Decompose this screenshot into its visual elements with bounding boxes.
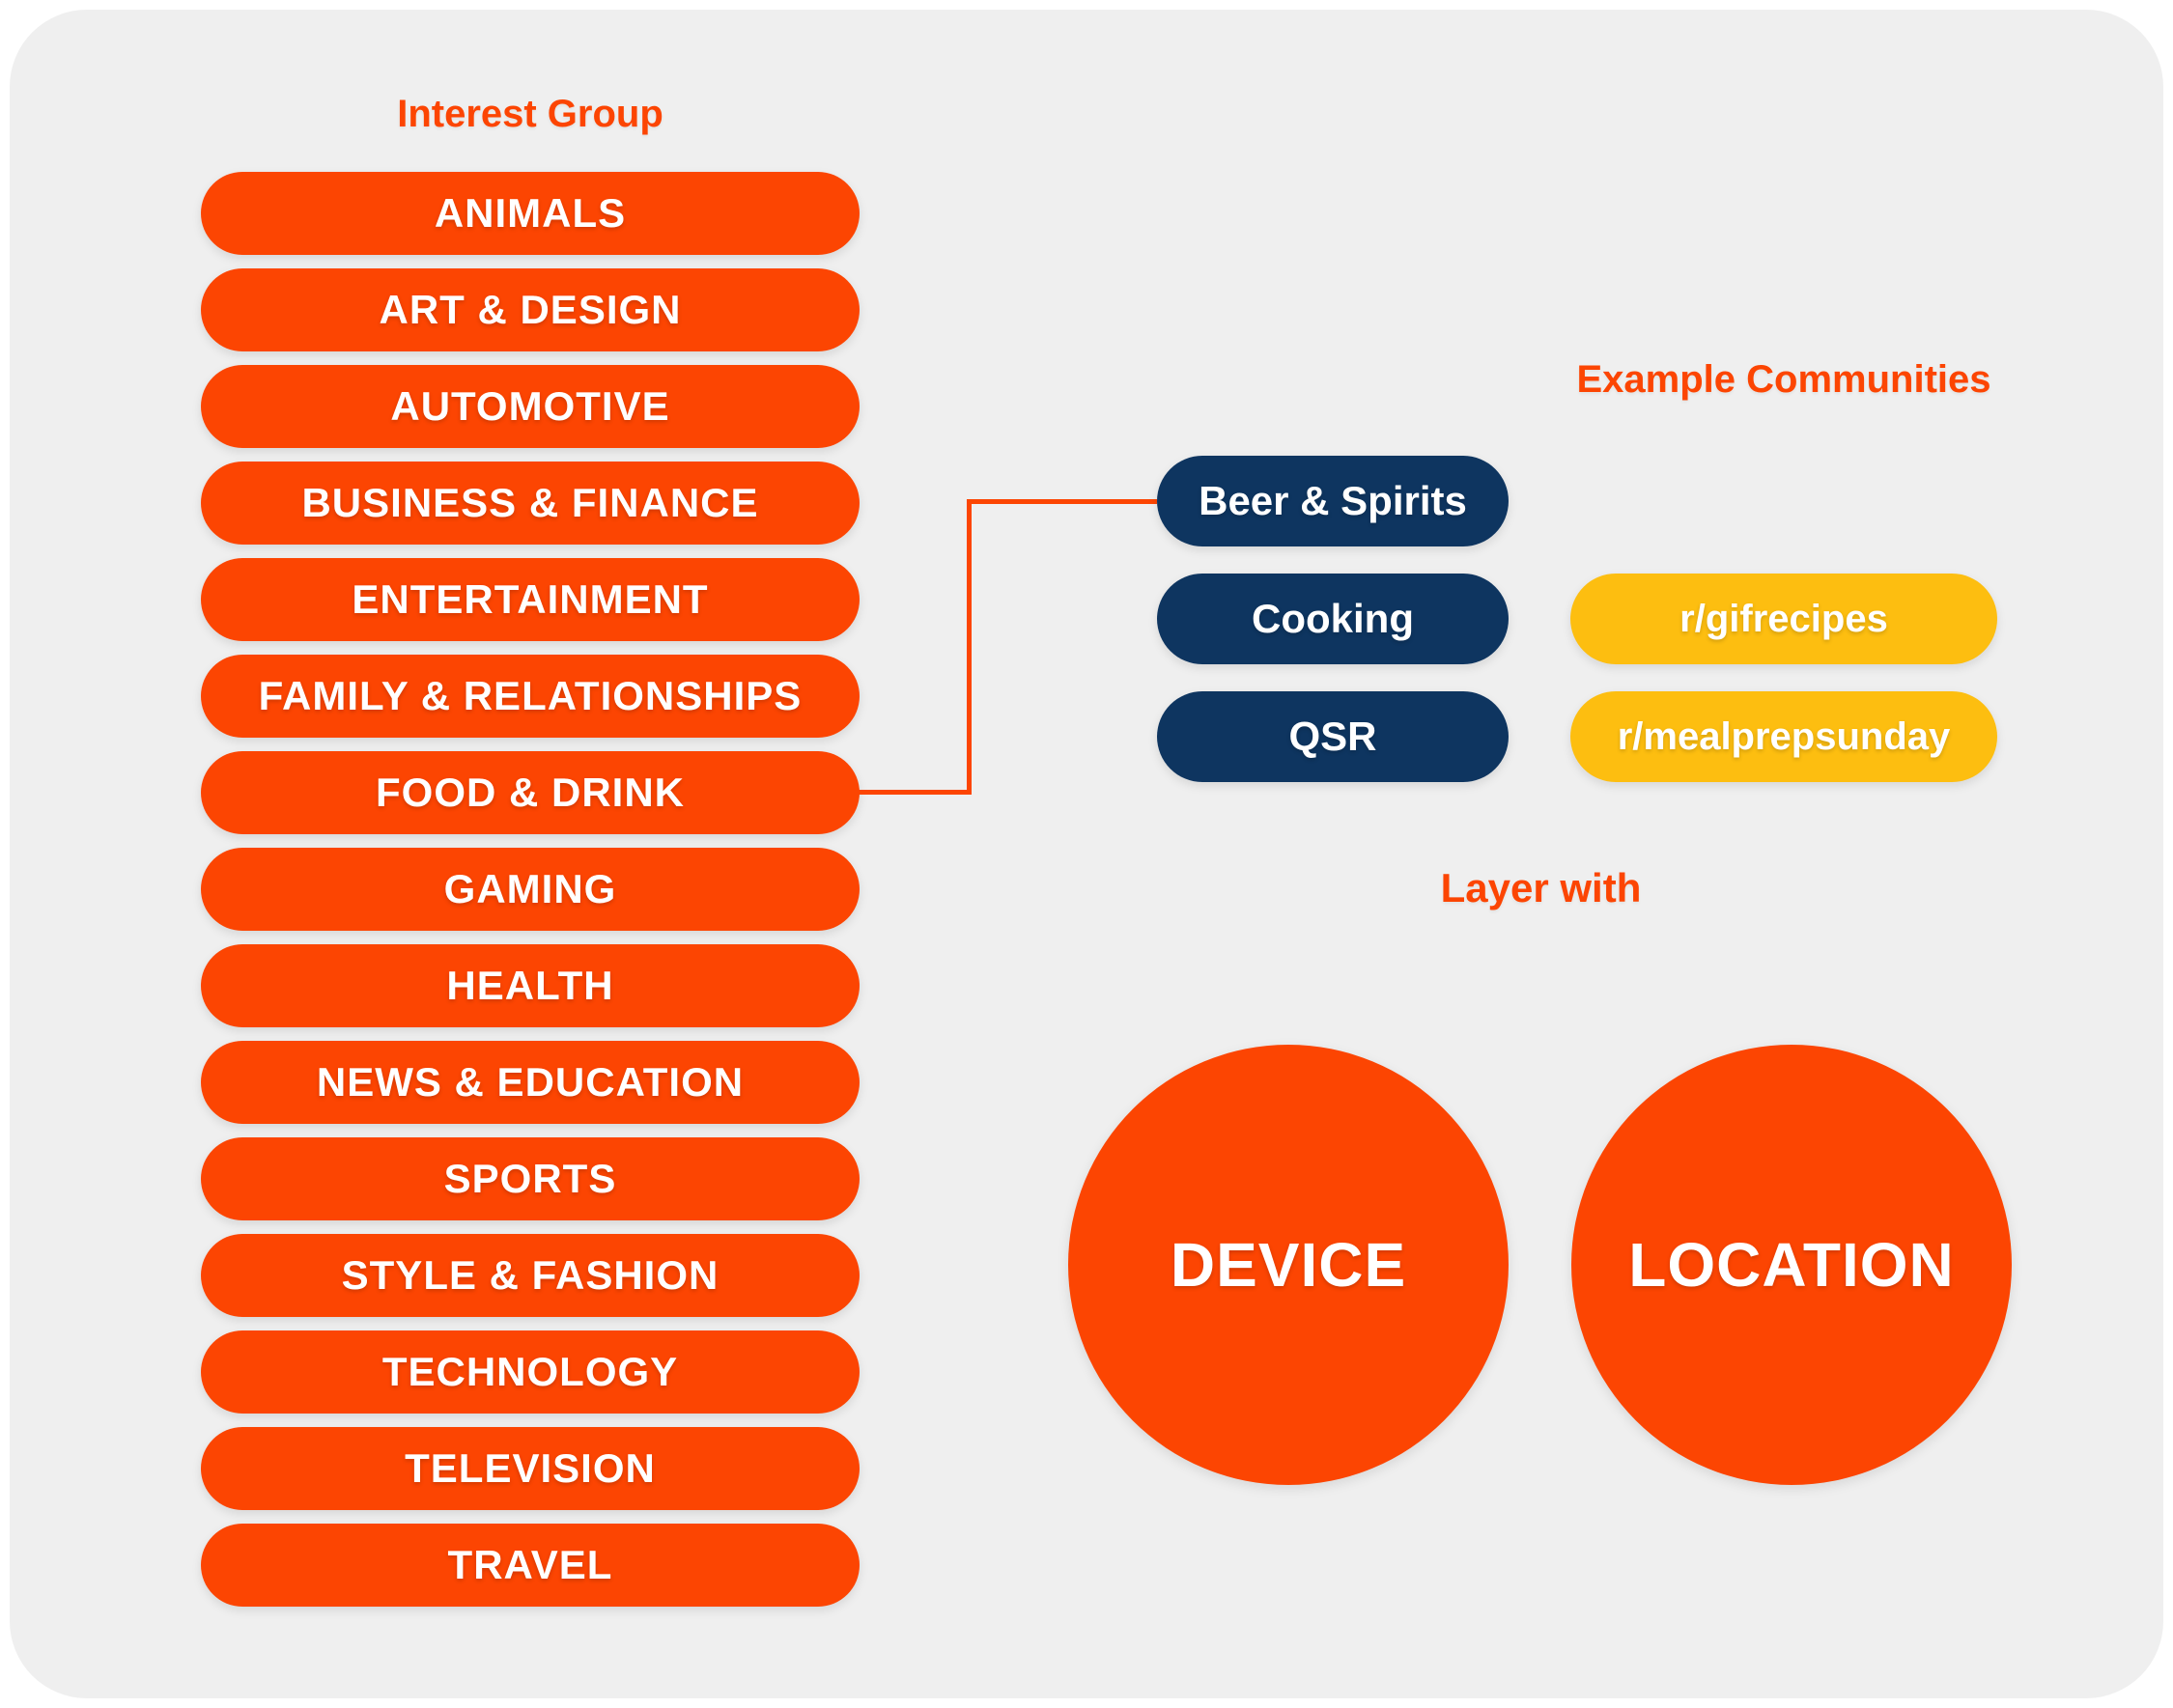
community-pill-gifrecipes: r/gifrecipes — [1570, 574, 1997, 664]
interest-group-title: Interest Group — [397, 93, 663, 135]
device-circle: DEVICE — [1068, 1045, 1509, 1485]
interest-pill-animals: ANIMALS — [201, 172, 860, 255]
layer-with-title: Layer with — [1440, 865, 1642, 910]
interest-pill-food-drink: FOOD & DRINK — [201, 751, 860, 834]
subinterest-pill-beer-spirits: Beer & Spirits — [1157, 456, 1509, 546]
connector-horizontal-from-food-drink — [858, 790, 972, 795]
connector-vertical — [967, 499, 972, 795]
interest-pill-family-relationships: FAMILY & RELATIONSHIPS — [201, 655, 860, 738]
subinterest-pill-cooking: Cooking — [1157, 574, 1509, 664]
interest-pill-television: TELEVISION — [201, 1427, 860, 1510]
interest-pill-gaming: GAMING — [201, 848, 860, 931]
interest-pill-sports: SPORTS — [201, 1137, 860, 1220]
interest-pill-travel: TRAVEL — [201, 1524, 860, 1607]
community-pill-mealprepsunday: r/mealprepsunday — [1570, 691, 1997, 782]
location-circle: LOCATION — [1571, 1045, 2012, 1485]
interest-pill-art-design: ART & DESIGN — [201, 268, 860, 351]
example-communities-title: Example Communities — [1576, 358, 1991, 401]
interest-pill-news-education: NEWS & EDUCATION — [201, 1041, 860, 1124]
interest-pill-technology: TECHNOLOGY — [201, 1330, 860, 1414]
interest-pill-style-fashion: STYLE & FASHION — [201, 1234, 860, 1317]
interest-pill-business-finance: BUSINESS & FINANCE — [201, 462, 860, 545]
subinterest-pill-qsr: QSR — [1157, 691, 1509, 782]
interest-pill-automotive: AUTOMOTIVE — [201, 365, 860, 448]
interest-pill-entertainment: ENTERTAINMENT — [201, 558, 860, 641]
interest-pill-health: HEALTH — [201, 944, 860, 1027]
connector-horizontal-to-beer-spirits — [967, 499, 1157, 504]
